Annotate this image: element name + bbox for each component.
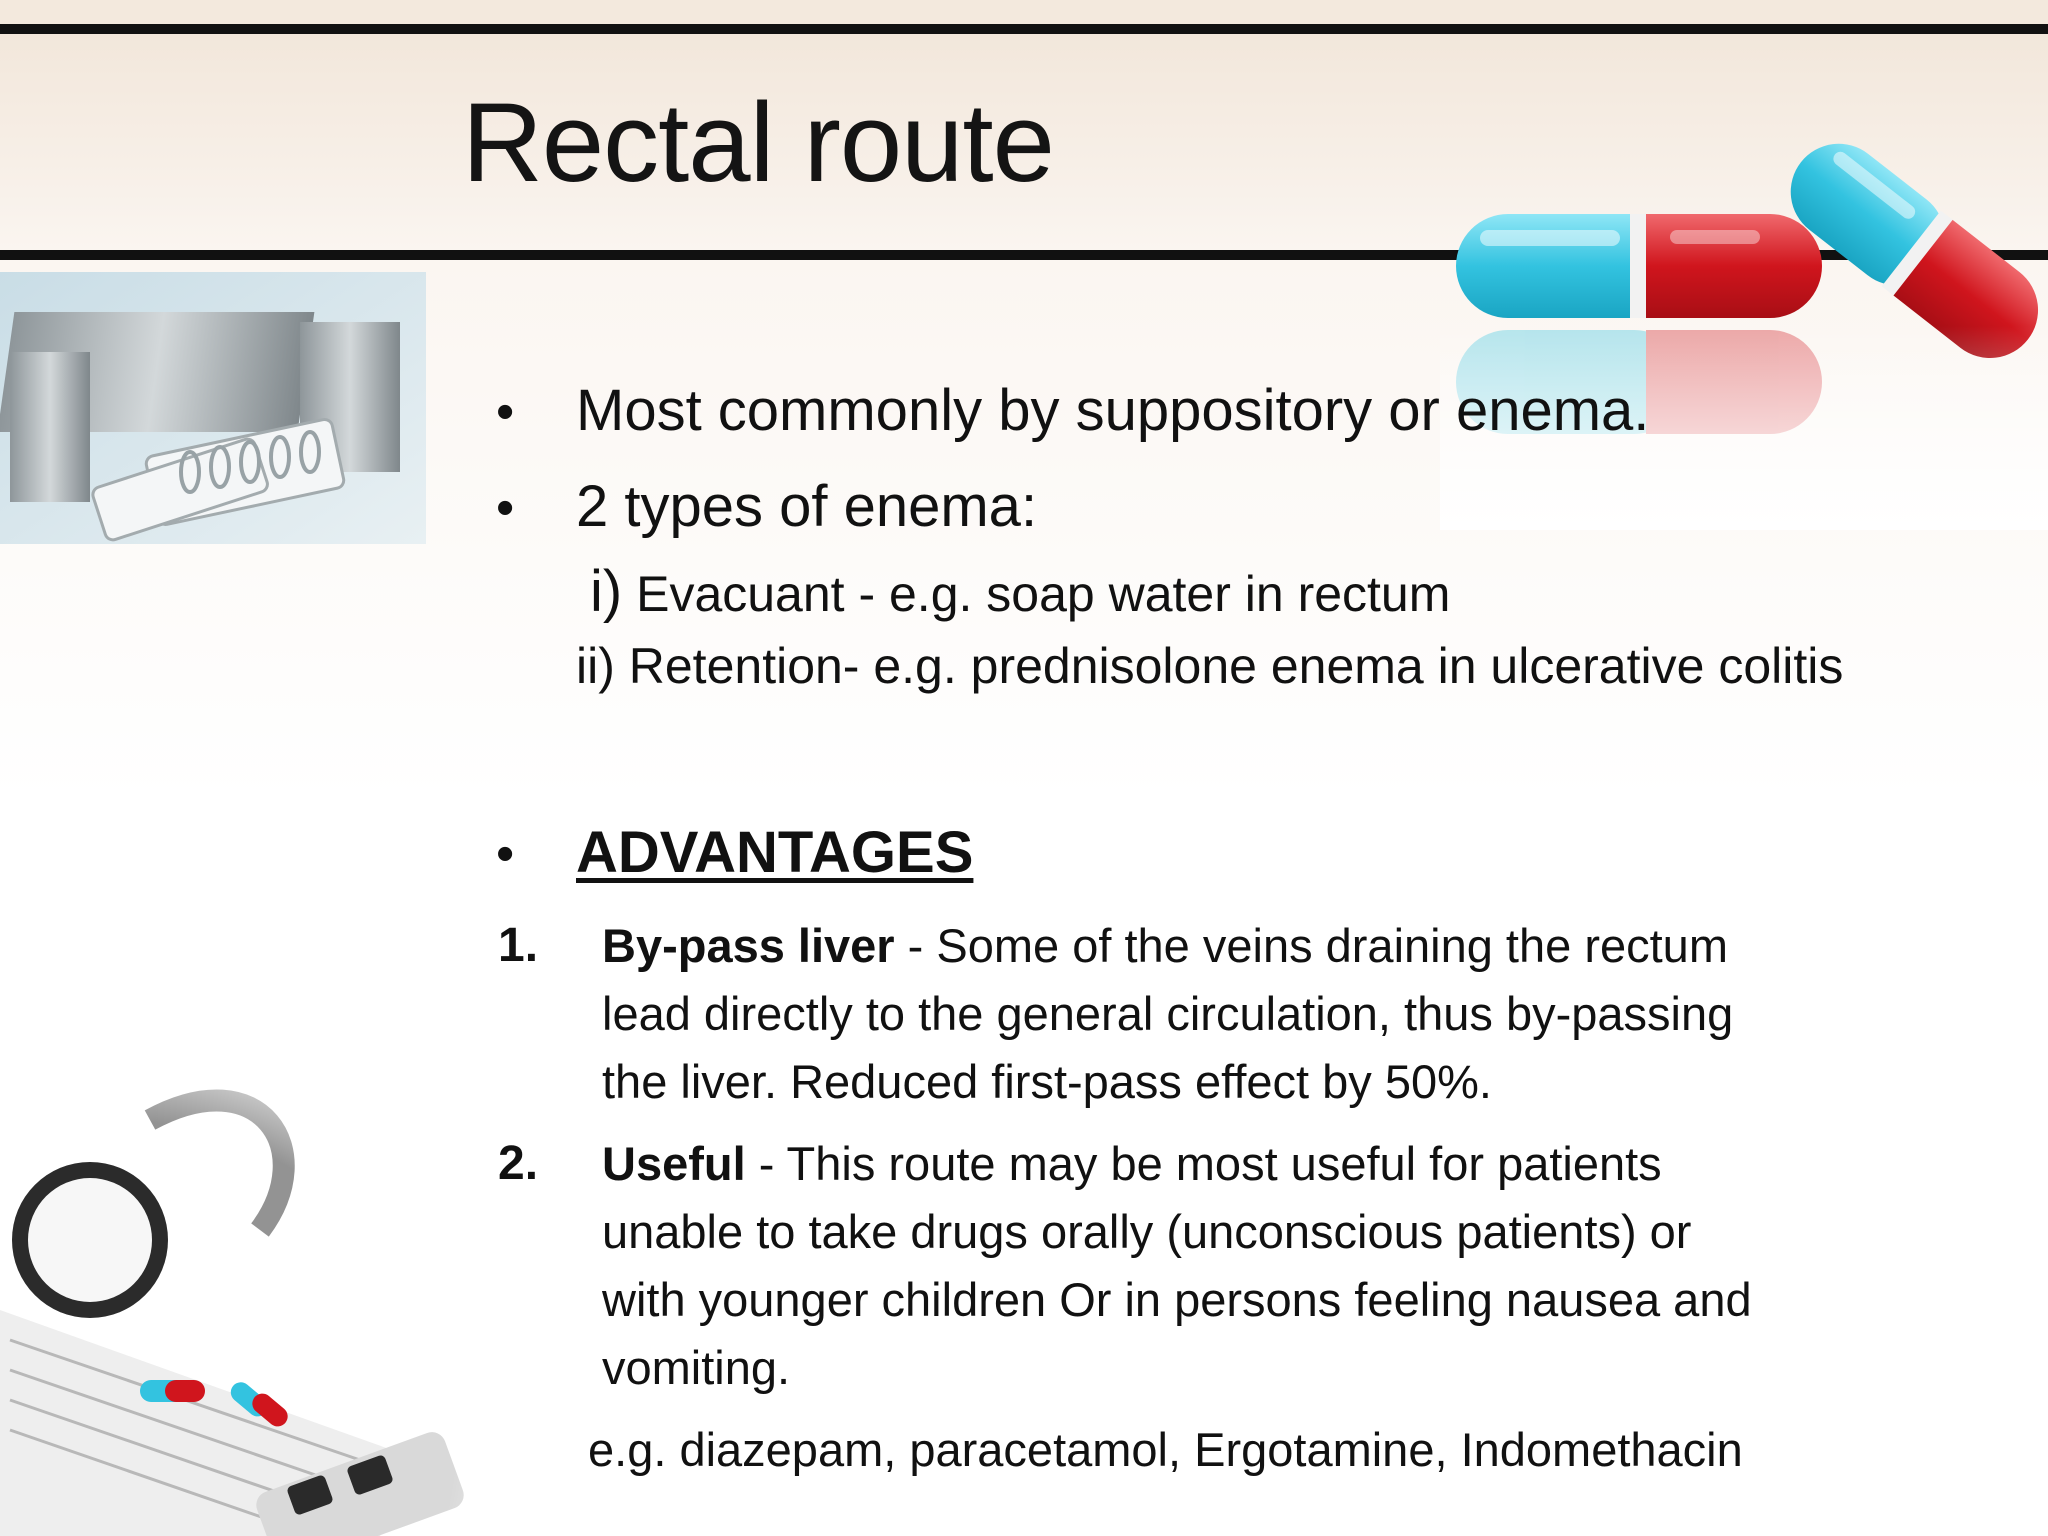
advantage-term: Useful xyxy=(602,1137,746,1190)
enema-type-marker: i) xyxy=(590,559,623,624)
advantage-useful: Useful - This route may be most useful f… xyxy=(602,1130,1922,1402)
enema-type-marker: ii) xyxy=(576,638,615,694)
enema-type-text: Retention- e.g. prednisolone enema in ul… xyxy=(614,638,1844,694)
enema-type-retention: ii) Retention- e.g. prednisolone enema i… xyxy=(576,636,1843,696)
examples-line: e.g. diazepam, paracetamol, Ergotamine, … xyxy=(588,1423,1743,1476)
advantage-text: - This route may be most useful for pati… xyxy=(745,1137,1662,1190)
capsules-photo xyxy=(1440,143,2048,530)
advantage-text: unable to take drugs orally (unconscious… xyxy=(602,1205,1692,1258)
suppository-photo xyxy=(0,272,426,544)
bullet-marker: • xyxy=(496,825,515,883)
slide-title: Rectal route xyxy=(462,80,1055,205)
advantage-term: By-pass liver xyxy=(602,919,895,972)
bullet-marker: • xyxy=(496,479,515,537)
advantage-text: with younger children Or in persons feel… xyxy=(602,1273,1752,1326)
advantage-text: lead directly to the general circulation… xyxy=(602,987,1734,1040)
top-rule xyxy=(0,24,2048,34)
bullet-marker: • xyxy=(496,383,515,441)
advantages-heading: ADVANTAGES xyxy=(576,820,974,885)
enema-type-text: Evacuant - e.g. soap water in rectum xyxy=(622,566,1451,622)
stethoscope-photo xyxy=(0,1060,520,1536)
bullet-suppository: Most commonly by suppository or enema. xyxy=(576,378,1650,443)
title-rule xyxy=(0,250,2048,260)
advantage-number: 2. xyxy=(498,1137,539,1190)
bullet-enema-types: 2 types of enema: xyxy=(576,474,1038,539)
advantage-text: - Some of the veins draining the rectum xyxy=(894,919,1728,972)
advantage-number: 1. xyxy=(498,919,539,972)
enema-type-evacuant: i) Evacuant - e.g. soap water in rectum xyxy=(590,562,1450,624)
advantage-bypass-liver: By-pass liver - Some of the veins draini… xyxy=(602,912,1922,1116)
advantage-text: vomiting. xyxy=(602,1341,791,1394)
advantage-text: the liver. Reduced first-pass effect by … xyxy=(602,1055,1492,1108)
top-band xyxy=(0,0,2048,28)
